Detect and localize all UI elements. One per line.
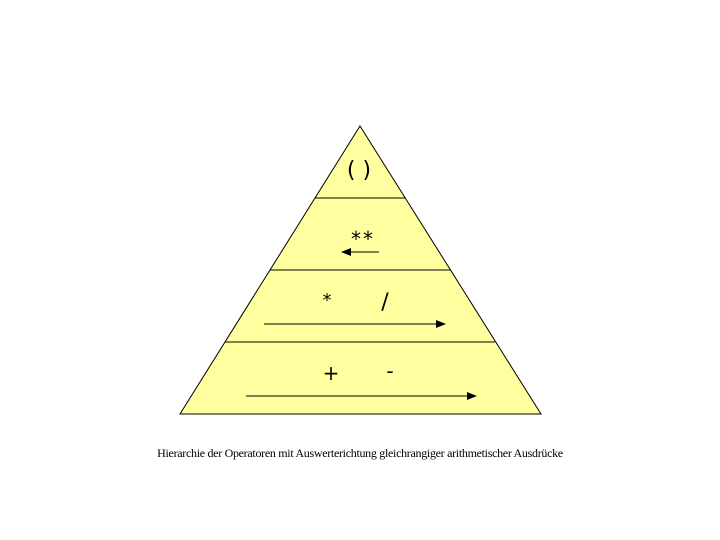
plus-operator: + <box>323 361 340 385</box>
minus-operator: - <box>386 359 393 383</box>
exponent-operator: ** <box>351 227 375 251</box>
diagram-caption: Hierarchie der Operatoren mit Auswerteri… <box>157 446 563 460</box>
parentheses-operator: ( ) <box>347 158 371 183</box>
divide-operator: / <box>381 290 389 315</box>
multiply-operator: * <box>323 290 332 311</box>
